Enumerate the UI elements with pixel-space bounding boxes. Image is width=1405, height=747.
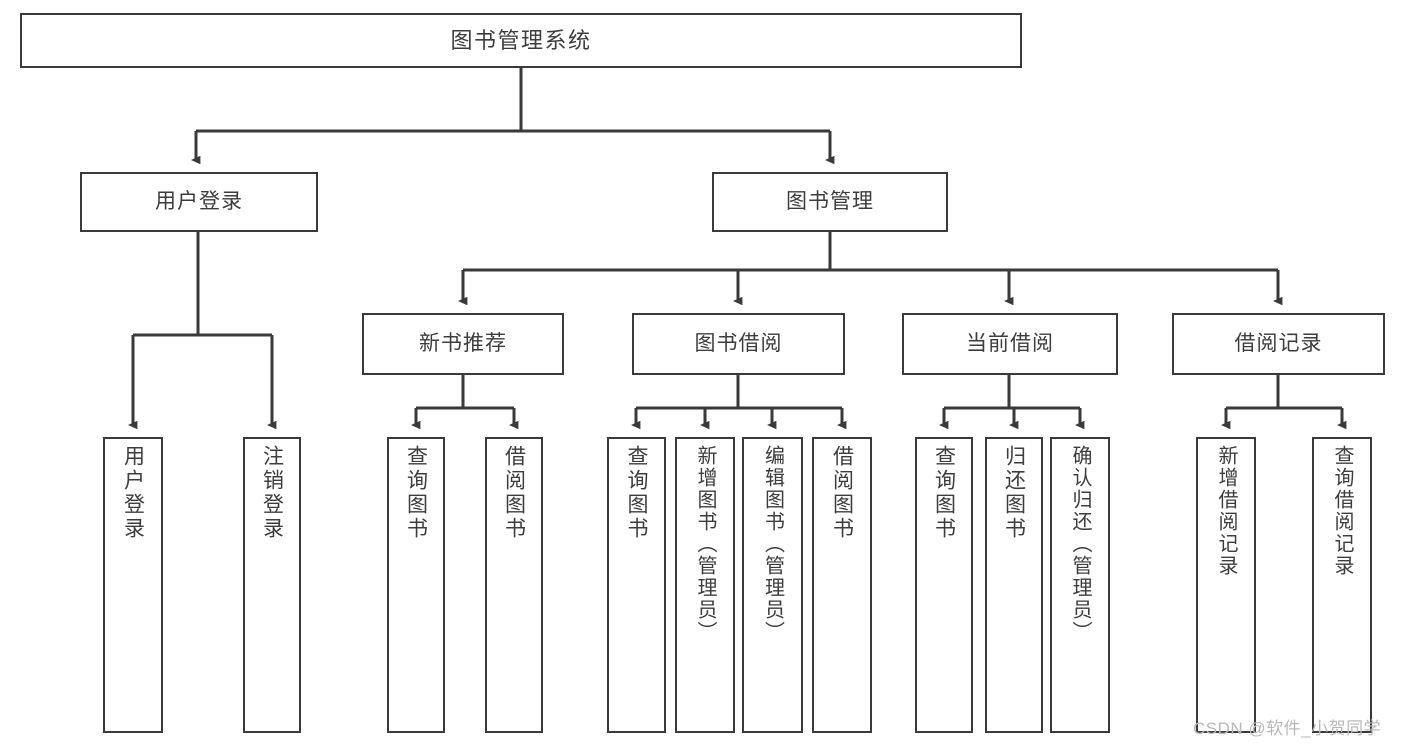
node-leaf-edit-book-admin[interactable]: 编辑图书（管理员） [742,437,803,733]
node-leaf-query-book-2-label: 查询图书 [625,445,648,541]
node-current-borrow-label: 当前借阅 [966,331,1054,355]
node-leaf-query-borrow-record-label: 查询借阅记录 [1331,445,1353,577]
node-leaf-query-book-2[interactable]: 查询图书 [607,437,666,733]
node-user-login-label: 用户登录 [155,189,243,213]
node-leaf-add-book-admin-label: 新增图书（管理员） [694,445,716,643]
node-leaf-query-book-1-label: 查询图书 [404,445,428,541]
node-leaf-query-book-3[interactable]: 查询图书 [915,437,973,733]
node-leaf-query-book-1[interactable]: 查询图书 [387,437,445,733]
node-leaf-add-borrow-record-label: 新增借阅记录 [1215,445,1237,577]
watermark: CSDN @软件_小贺同学 [1193,719,1382,738]
node-leaf-confirm-return-label: 确认归还（管理员） [1069,445,1091,643]
node-leaf-user-logout-label: 注销登录 [260,445,284,541]
node-root-label: 图书管理系统 [450,27,592,53]
node-leaf-return-book-label: 归还图书 [1002,445,1026,541]
node-book-manage[interactable]: 图书管理 [712,172,948,232]
node-user-login[interactable]: 用户登录 [80,172,318,232]
node-book-borrow[interactable]: 图书借阅 [632,313,845,375]
node-leaf-borrow-book-1-label: 借阅图书 [502,445,526,541]
node-book-manage-label: 图书管理 [786,189,874,213]
node-leaf-query-borrow-record[interactable]: 查询借阅记录 [1312,437,1372,733]
node-new-book-recommend[interactable]: 新书推荐 [362,313,564,375]
node-leaf-user-login-label: 用户登录 [121,445,145,541]
node-leaf-confirm-return[interactable]: 确认归还（管理员） [1050,437,1110,733]
node-leaf-borrow-book-2[interactable]: 借阅图书 [812,437,872,733]
node-borrow-record-label: 借阅记录 [1234,331,1323,355]
node-new-book-recommend-label: 新书推荐 [419,331,507,355]
node-leaf-query-book-3-label: 查询图书 [932,445,956,541]
node-leaf-add-borrow-record[interactable]: 新增借阅记录 [1196,437,1256,733]
node-leaf-add-book-admin[interactable]: 新增图书（管理员） [675,437,735,733]
node-current-borrow[interactable]: 当前借阅 [902,313,1118,375]
node-book-borrow-label: 图书借阅 [694,331,783,355]
node-leaf-user-login[interactable]: 用户登录 [103,437,163,733]
node-leaf-edit-book-admin-label: 编辑图书（管理员） [761,445,784,643]
node-leaf-borrow-book-2-label: 借阅图书 [830,445,854,541]
node-leaf-return-book[interactable]: 归还图书 [985,437,1043,733]
node-borrow-record[interactable]: 借阅记录 [1172,313,1385,375]
node-leaf-user-logout[interactable]: 注销登录 [243,437,301,733]
node-root[interactable]: 图书管理系统 [20,13,1022,68]
node-leaf-borrow-book-1[interactable]: 借阅图书 [485,437,543,733]
